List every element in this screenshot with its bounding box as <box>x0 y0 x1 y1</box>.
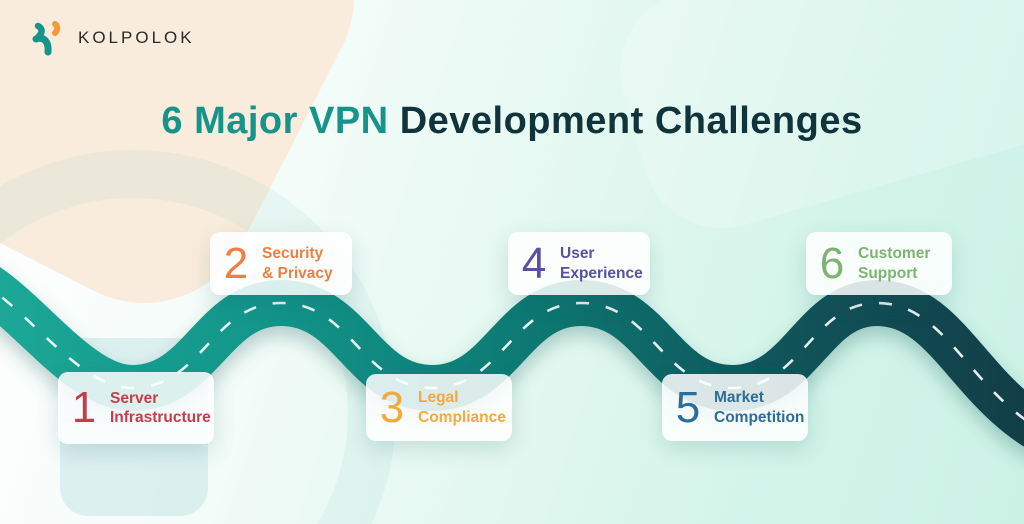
challenge-card-2: 2 Security & Privacy <box>210 232 352 295</box>
challenge-label: Server Infrastructure <box>110 389 211 428</box>
challenge-label-line1: User <box>560 245 595 263</box>
challenge-number: 2 <box>223 238 249 288</box>
challenge-card-1: 1 Server Infrastructure <box>58 372 214 444</box>
challenge-number: 3 <box>379 382 405 432</box>
kolpolok-logo-icon <box>32 21 61 56</box>
challenge-card-6: 6 Customer Support <box>806 232 952 295</box>
challenge-label: User Experience <box>560 244 643 283</box>
challenge-label-line1: Market <box>714 389 764 407</box>
challenge-label-line1: Server <box>110 389 159 407</box>
brand-logo: KOLPOLOK <box>28 18 195 58</box>
challenge-number: 1 <box>71 383 97 433</box>
brand-name: KOLPOLOK <box>78 28 195 47</box>
challenge-label-line1: Customer <box>858 245 931 263</box>
title-rest: Development Challenges <box>399 100 863 142</box>
page-title: 6 Major VPN Development Challenges <box>0 100 1024 143</box>
challenge-label-line2: Infrastructure <box>110 409 211 426</box>
challenge-label-line2: Compliance <box>418 408 506 426</box>
challenge-number: 5 <box>675 382 701 432</box>
challenge-card-5: 5 Market Competition <box>662 374 808 441</box>
challenge-label-line1: Legal <box>418 389 459 407</box>
challenge-label-line2: Competition <box>714 408 805 426</box>
challenge-label-line2: Support <box>858 264 918 282</box>
challenge-card-4: 4 User Experience <box>508 232 650 295</box>
title-highlight: 6 Major VPN <box>161 100 389 142</box>
challenge-label-line2: & Privacy <box>262 264 333 282</box>
challenge-label: Customer Support <box>858 244 930 283</box>
challenge-number: 4 <box>521 238 547 288</box>
challenge-number: 6 <box>819 238 845 288</box>
challenge-label: Legal Compliance <box>418 388 506 427</box>
challenge-label: Security & Privacy <box>262 244 333 283</box>
challenge-label-line1: Security <box>262 245 324 263</box>
challenge-label: Market Competition <box>714 388 804 427</box>
challenge-label-line2: Experience <box>560 264 643 282</box>
challenge-card-3: 3 Legal Compliance <box>366 374 512 441</box>
